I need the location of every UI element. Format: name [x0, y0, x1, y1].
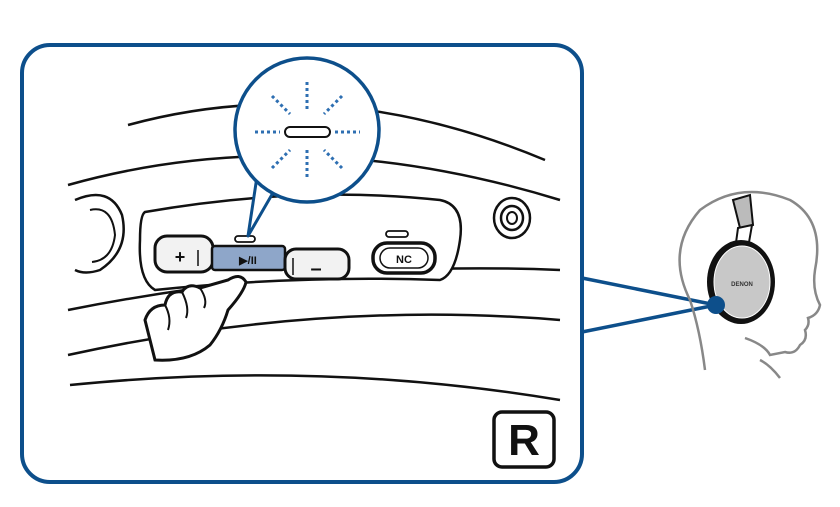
earcup-edge: [74, 193, 125, 274]
led-blink-icon: [255, 82, 360, 180]
nc-label: NC: [396, 254, 412, 266]
head-outline: [678, 190, 822, 379]
minus-label: –: [310, 258, 321, 280]
brand-label: DENON: [731, 282, 753, 288]
status-led: [234, 235, 256, 243]
volume-up-button[interactable]: +: [153, 234, 215, 274]
hand-pointer-icon: [143, 275, 248, 362]
led-callout: [233, 56, 381, 238]
plus-label: +: [175, 247, 186, 267]
volume-down-button[interactable]: –: [283, 247, 351, 281]
earcup-marker: [707, 296, 725, 314]
side-badge: R: [492, 410, 556, 469]
play-pause-label: ▶/II: [238, 255, 257, 267]
nc-led: [385, 230, 409, 238]
play-pause-button[interactable]: ▶/II: [210, 244, 287, 272]
side-badge-label: R: [508, 416, 540, 465]
nc-button[interactable]: NC: [371, 241, 437, 275]
audio-jack: [492, 196, 532, 240]
